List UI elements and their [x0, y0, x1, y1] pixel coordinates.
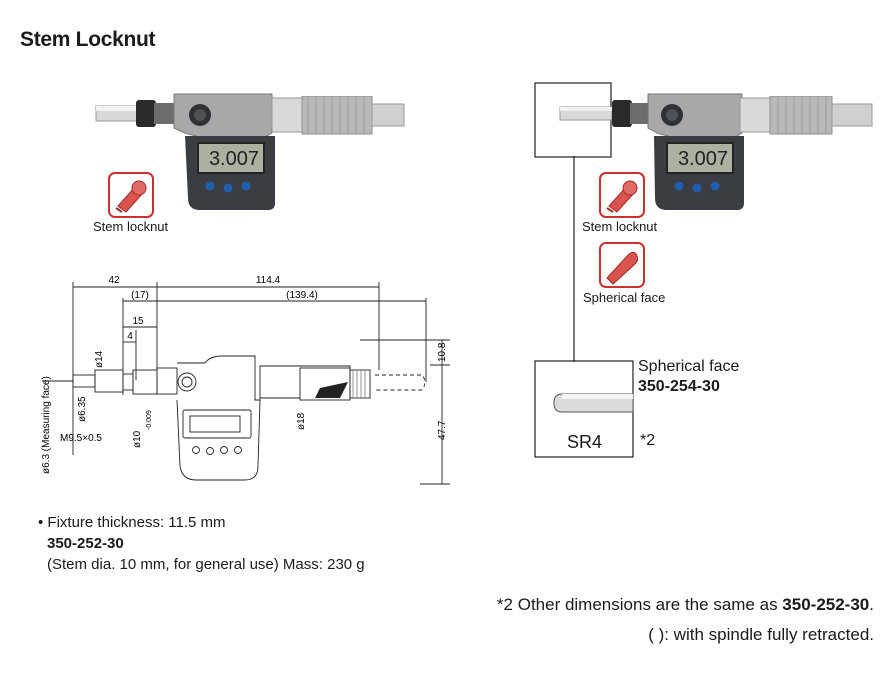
dim-17: (17) — [131, 290, 149, 301]
dim-d6-35: ø6.35 — [77, 396, 88, 422]
micrometer-head-photo-right: 3.007 — [612, 93, 752, 210]
notes-description: (Stem dia. 10 mm, for general use) Mass:… — [47, 556, 365, 573]
footnote-model: 350-252-30 — [782, 595, 870, 614]
dim-139-4: (139.4) — [286, 290, 318, 301]
thimble-left — [272, 96, 405, 135]
spherical-face-detail-box — [534, 360, 634, 458]
spherical-face-label: Spherical face — [583, 290, 666, 305]
footnote-suffix: . — [869, 595, 874, 614]
dim-4: 4 — [127, 331, 133, 342]
stem-locknut-icon — [108, 172, 154, 218]
footnote-prefix: *2 Other dimensions are the same as — [496, 595, 783, 614]
spherical-face-icon — [599, 242, 645, 288]
footnote-line-2: ( ): with spindle fully retracted. — [648, 625, 874, 644]
micrometer-head-photo-left: 3.007 — [95, 93, 290, 210]
footnote-line-1: *2 Other dimensions are the same as 350-… — [497, 595, 874, 615]
dim-10-8: 10.8 — [437, 342, 448, 362]
dim-d14: ø14 — [94, 350, 105, 368]
stem-locknut-label: Stem locknut — [93, 219, 169, 234]
lcd-readout-left: 3.007 — [209, 148, 259, 170]
notes-block: • Fixture thickness: 11.5 mm 350-252-30 … — [38, 512, 365, 575]
dim-15: 15 — [132, 316, 144, 327]
notes-model-number: 350-252-30 — [47, 535, 124, 552]
stem-locknut-label-right: Stem locknut — [582, 219, 658, 234]
lcd-readout-right: 3.007 — [678, 148, 728, 170]
dim-114-4: 114.4 — [256, 275, 281, 286]
dim-d10-tolerance: -0.009 — [146, 410, 153, 430]
callout-leader-line — [573, 156, 575, 362]
dim-42: 42 — [108, 275, 120, 286]
dim-d10: ø10 — [132, 430, 143, 448]
detail-model-number: 350-254-30 — [638, 378, 720, 395]
footnote-ref: *2 — [640, 432, 656, 449]
dimension-drawing: 42 114.4 (17) (139.4) 15 4 10.8 47.7 ø14… — [41, 275, 450, 485]
dim-d18: ø18 — [296, 412, 307, 430]
dim-thread: M9.5×0.5 — [60, 433, 102, 444]
dim-47-7: 47.7 — [437, 420, 448, 440]
fixture-thickness-note: • Fixture thickness: 11.5 mm — [38, 514, 226, 531]
dim-measuring-face: ø6.3 (Measuring face) — [41, 376, 52, 474]
detail-spherical-face-label: Spherical face — [638, 358, 740, 375]
page-title: Stem Locknut — [20, 28, 156, 51]
sr4-label: SR4 — [567, 432, 603, 452]
stem-locknut-icon-right — [599, 172, 645, 218]
thimble-right — [740, 96, 873, 135]
detail-callout-box — [534, 82, 612, 158]
